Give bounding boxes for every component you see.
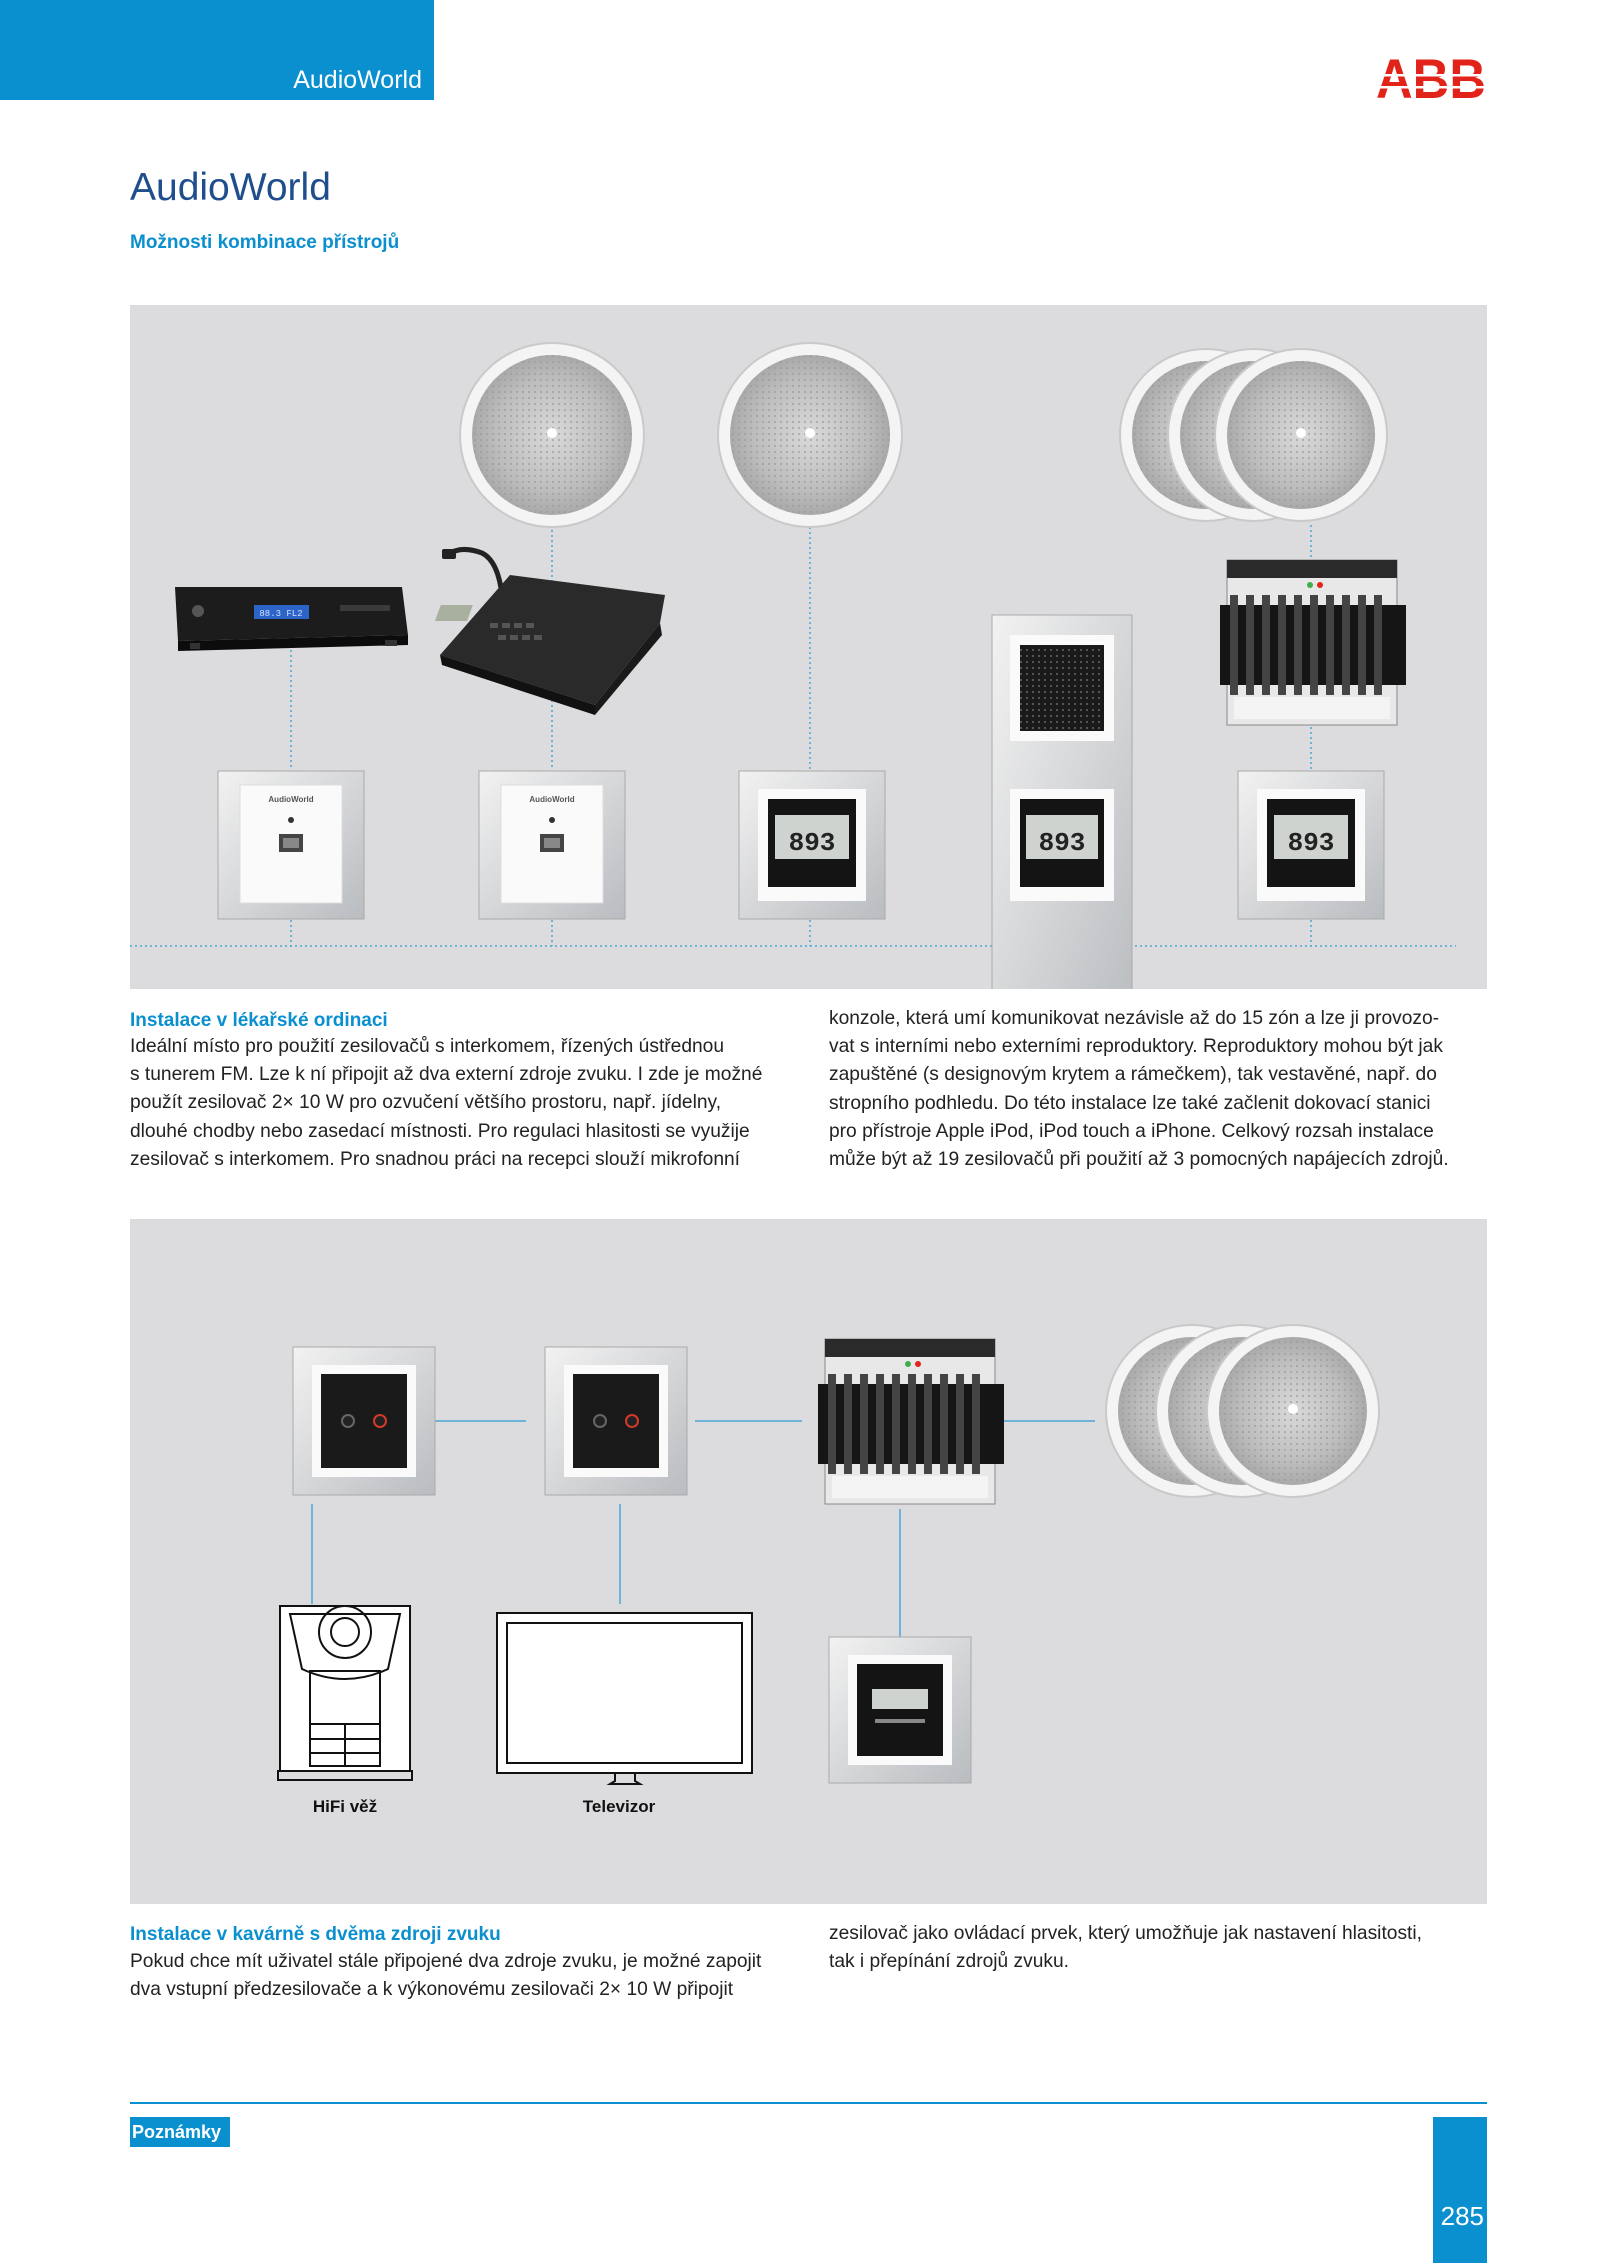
text-line: tak i přepínání zdrojů zvuku. — [829, 1951, 1069, 1973]
ceiling-speaker-group-icon — [1105, 1324, 1380, 1498]
fm-tuner-icon: 88.3 FL2 — [175, 587, 408, 651]
text-line: dlouhé chodby nebo zasedací místnosti. P… — [130, 1120, 750, 1142]
text-line: Pokud chce mít uživatel stále připojené … — [130, 1951, 762, 1972]
section-tab-label: AudioWorld — [293, 66, 422, 94]
module-brand-text: AudioWorld — [268, 795, 313, 804]
module-brand-text: AudioWorld — [529, 795, 574, 804]
text-line: s tunerem FM. Lze k ní připojit až dva e… — [130, 1064, 763, 1086]
ceiling-speaker-icon — [459, 342, 645, 528]
power-supply-unit-icon — [1220, 559, 1406, 726]
speaker-and-amplifier-combo-icon: 893 — [991, 614, 1133, 1034]
text-line: zesilovač s interkomem. Pro snadnou prác… — [130, 1148, 741, 1170]
caption-hifi: HiFi věž — [313, 1797, 377, 1816]
section2-column-right: zesilovač jako ovládací prvek, který umo… — [829, 1920, 1489, 1976]
page-number: 285 — [1440, 2201, 1484, 2231]
text-line: vat s interními nebo externími reprodukt… — [829, 1036, 1443, 1058]
page-title: AudioWorld — [130, 166, 331, 209]
ceiling-speaker-group-icon — [1119, 348, 1388, 522]
text-line: Ideální místo pro použití zesilovačů s i… — [130, 1036, 725, 1057]
diagram-cafe-installation: HiFi věž Televizor — [130, 1219, 1487, 1904]
wall-input-module-icon: AudioWorld — [478, 770, 626, 920]
audio-input-module-icon — [544, 1346, 688, 1496]
section-tab: AudioWorld — [0, 0, 434, 100]
tuner-display-text: 88.3 FL2 — [259, 609, 302, 619]
section1-column-left: Ideální místo pro použití zesilovačů s i… — [130, 1033, 770, 1174]
television-icon — [496, 1612, 753, 1785]
caption-tv: Televizor — [583, 1797, 656, 1816]
lcd-digits: 893 — [1288, 828, 1335, 858]
section1-column-right: konzole, která umí komunikovat nezávisle… — [829, 1005, 1489, 1174]
audio-input-module-icon — [292, 1346, 436, 1496]
lcd-digits: 893 — [1039, 828, 1086, 858]
text-line: použít zesilovač 2× 10 W pro ozvučení vě… — [130, 1092, 722, 1114]
volume-source-control-module-icon — [828, 1636, 972, 1784]
section2-heading: Instalace v kavárně s dvěma zdroji zvuku — [130, 1924, 501, 1945]
amplifier-lcd-module-icon: 893 — [1237, 770, 1385, 920]
text-line: stropního podhledu. Do této instalace lz… — [829, 1092, 1431, 1114]
notes-label: Poznámky — [132, 2122, 222, 2142]
hifi-tower-icon — [277, 1605, 413, 1781]
ceiling-speaker-icon — [717, 342, 903, 528]
lcd-digits: 893 — [789, 828, 836, 858]
power-amplifier-icon — [818, 1338, 1004, 1505]
text-line: konzole, která umí komunikovat nezávisle… — [829, 1008, 1440, 1029]
page-number-tab: 285 — [1433, 2117, 1487, 2263]
text-line: může být až 19 zesilovačů při použití až… — [829, 1149, 1449, 1171]
section2-column-left: Pokud chce mít uživatel stále připojené … — [130, 1948, 790, 2004]
abb-logo-text: ABB — [1376, 52, 1486, 104]
page-subtitle: Možnosti kombinace přístrojů — [130, 232, 400, 253]
abb-logo: ABB — [1376, 47, 1486, 110]
text-line: dva vstupní předzesilovače a k výkonovém… — [130, 1979, 734, 2001]
notes-divider — [130, 2102, 1487, 2104]
microphone-console-icon — [434, 547, 665, 715]
text-line: pro přístroje Apple iPod, iPod touch a i… — [829, 1120, 1434, 1142]
diagram-medical-office: 88.3 FL2 — [130, 305, 1487, 1034]
text-line: zapuštěné (s designovým krytem a rámečke… — [829, 1064, 1437, 1086]
amplifier-lcd-module-icon: 893 — [738, 770, 886, 920]
section1-heading: Instalace v lékařské ordinaci — [130, 1010, 388, 1031]
wall-input-module-icon: AudioWorld — [217, 770, 365, 920]
text-line: zesilovač jako ovládací prvek, který umo… — [829, 1923, 1422, 1944]
notes-label-tab: Poznámky — [130, 2117, 230, 2147]
